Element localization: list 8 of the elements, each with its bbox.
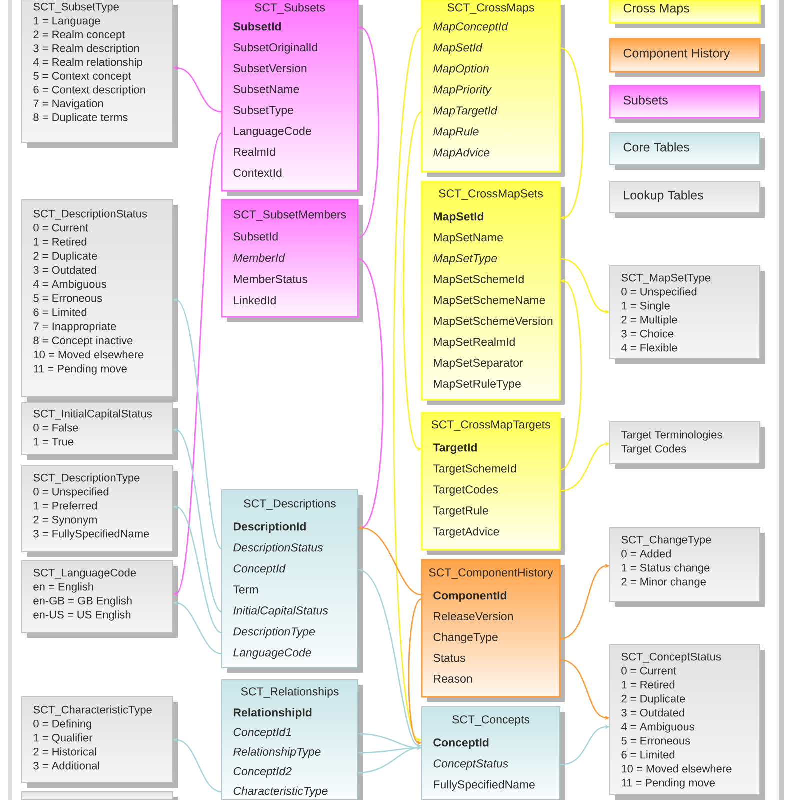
legend-label: Subsets (624, 96, 668, 105)
legend-label: Cross Maps (624, 4, 690, 16)
table-box (22, 792, 178, 800)
legend-label: Core Tables (624, 142, 690, 152)
legend-label: Component History (624, 48, 730, 60)
connector (560, 47, 584, 220)
connector (358, 258, 384, 530)
legend-label: Lookup Tables (624, 190, 704, 202)
